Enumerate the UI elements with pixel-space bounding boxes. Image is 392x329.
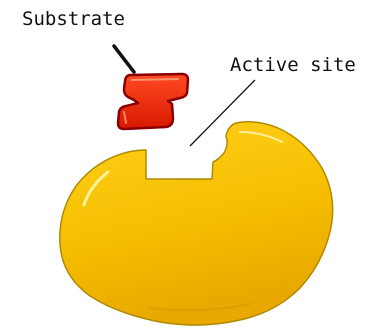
active-site-label: Active site (230, 54, 356, 76)
substrate-leader-line (112, 44, 136, 74)
substrate-label: Substrate (22, 8, 125, 30)
substrate-shape (116, 72, 190, 131)
active-site-leader-line (189, 79, 256, 147)
enzyme-shape (59, 121, 334, 326)
